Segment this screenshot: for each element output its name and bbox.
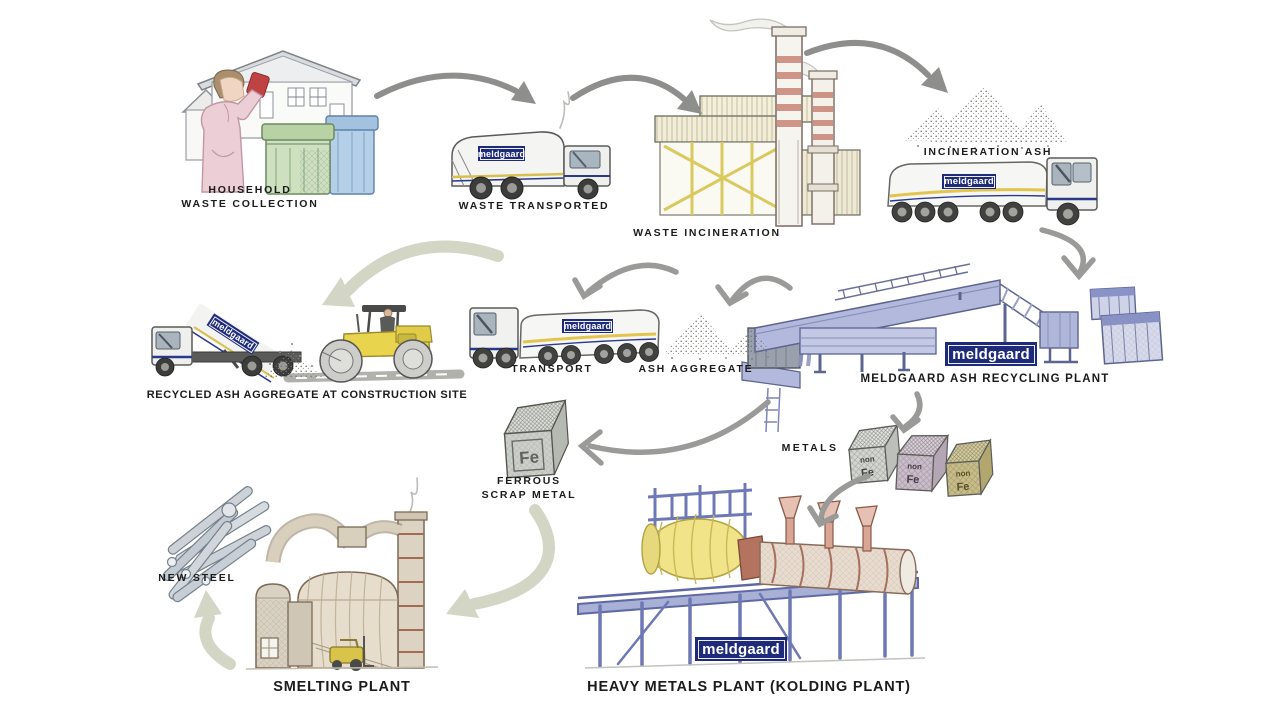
label-smelting-plant: SMELTING PLANT — [273, 679, 411, 695]
person-drawing — [200, 69, 270, 193]
meldgaard-logo-transport-truck: meldgaard — [562, 319, 613, 333]
label-new-steel: NEW STEEL — [158, 572, 236, 584]
flow-arrows — [194, 40, 1096, 670]
recycling-bins-drawing — [261, 115, 379, 195]
label-household: HOUSEHOLD WASTE COLLECTION — [181, 184, 318, 211]
ash-tanker-wheels — [891, 201, 1080, 226]
non-fe-cube-2: non Fe — [895, 433, 950, 493]
waste-truck-illustration — [451, 91, 611, 200]
smelting-plant-illustration — [245, 477, 439, 671]
arrow-truck-to-incineration — [570, 74, 687, 102]
label-ferrous-scrap: FERROUS SCRAP METAL — [482, 475, 577, 502]
label-household-line2: WASTE COLLECTION — [181, 197, 319, 210]
label-ash-aggregate: ASH AGGREGATE — [638, 363, 754, 375]
arrow-aggregate-to-construction — [341, 240, 504, 297]
waste-truck-wheels — [469, 176, 599, 200]
ferrous-cube-text: Fe — [519, 447, 540, 467]
cube1-non-text: non — [860, 454, 876, 464]
label-recycling-plant: MELDGAARD ASH RECYCLING PLANT — [860, 373, 1110, 385]
arrow-metals-to-kiln — [818, 473, 871, 521]
label-transport: TRANSPORT — [511, 363, 593, 375]
arrow-tanker-to-plant — [1039, 227, 1087, 275]
arrow-plant-to-ferrous — [587, 399, 771, 456]
arrow-incineration-to-ash — [804, 40, 931, 78]
label-metals: METALS — [781, 442, 839, 454]
meldgaard-logo-recycling-plant: meldgaard — [945, 342, 1037, 366]
road-roller-drawing — [319, 305, 433, 383]
label-household-line1: HOUSEHOLD — [208, 184, 292, 196]
metal-cubes-illustration: non Fe non Fe non Fe — [847, 423, 994, 497]
arrow-plant-to-aggregate — [730, 275, 793, 302]
meldgaard-logo-waste-truck: meldgaard — [478, 146, 525, 161]
transport-truck-illustration — [469, 307, 660, 369]
non-fe-cube-1: non Fe — [847, 423, 901, 485]
heavy-metals-plant-illustration — [577, 483, 926, 669]
label-ferrous-line1: FERROUS — [497, 475, 561, 487]
non-fe-cube-3: non Fe — [944, 438, 994, 497]
label-ferrous-line2: SCRAP METAL — [481, 488, 577, 501]
meldgaard-logo-ash-tanker: meldgaard — [942, 174, 996, 189]
transport-truck-wheels — [472, 342, 659, 369]
label-waste-incineration: WASTE INCINERATION — [633, 227, 781, 239]
cube2-fe-text: Fe — [906, 474, 919, 487]
label-heavy-metals-plant: HEAVY METALS PLANT (KOLDING PLANT) — [587, 679, 911, 695]
arrow-ferrous-to-smelting — [468, 504, 555, 610]
meldgaard-logo-heavy-metals-plant: meldgaard — [695, 637, 787, 661]
construction-site-illustration — [151, 303, 465, 383]
label-waste-transported: WASTE TRANSPORTED — [458, 200, 610, 212]
ash-tanker-illustration — [887, 157, 1098, 226]
incineration-plant-illustration — [654, 18, 861, 227]
new-steel-illustration — [162, 486, 272, 603]
ash-aggregate-piles — [663, 314, 773, 360]
label-incineration-ash: INCINERATION ASH — [923, 146, 1053, 158]
cube3-fe-text: Fe — [956, 481, 970, 494]
arrow-household-to-truck — [374, 72, 519, 99]
label-construction-site: RECYCLED ASH AGGREGATE AT CONSTRUCTION S… — [146, 389, 468, 401]
household-illustration — [181, 50, 379, 195]
arrow-smelting-to-steel — [199, 612, 236, 670]
cube3-non-text: non — [955, 469, 970, 479]
cube2-non-text: non — [907, 462, 922, 472]
incineration-ash-piles — [905, 85, 1067, 149]
ferrous-cube-illustration: Fe — [503, 399, 569, 479]
